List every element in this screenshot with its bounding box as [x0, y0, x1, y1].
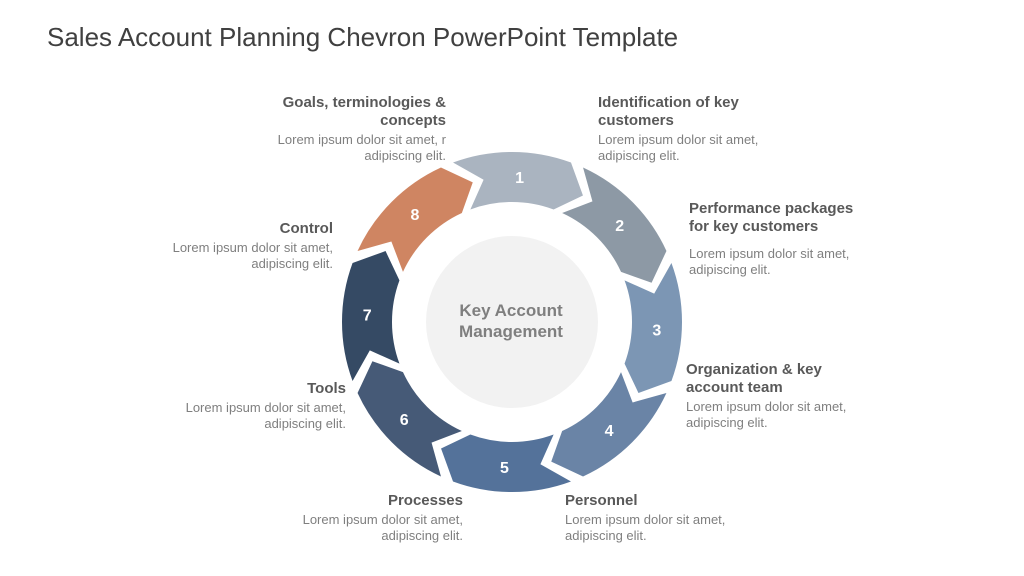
- chevron-segment-8: [357, 167, 473, 272]
- label-identification: Identification of key customers Lorem ip…: [598, 94, 898, 164]
- center-label-line2: Management: [459, 322, 563, 341]
- label-description: Lorem ipsum dolor sit amet, adipiscing e…: [686, 399, 986, 431]
- label-title: Identification of key: [598, 94, 739, 111]
- label-description-line1: Lorem ipsum dolor sit amet,: [565, 512, 726, 527]
- label-title: Processes: [387, 492, 463, 509]
- label-description-line2: adipiscing elit.: [364, 148, 446, 163]
- label-title: Organization & key: [686, 361, 822, 378]
- label-description: Lorem ipsum dolor sit amet, adipiscing e…: [163, 512, 463, 544]
- label-description: Lorem ipsum dolor sit amet, adipiscing e…: [33, 240, 333, 272]
- center-label-line1: Key Account: [459, 301, 563, 320]
- label-description-line1: Lorem ipsum dolor sit amet,: [598, 132, 759, 147]
- label-description-line2: adipiscing elit.: [264, 416, 346, 431]
- label-description-line2: adipiscing elit.: [381, 528, 463, 543]
- label-title: Performance packages: [689, 200, 854, 217]
- label-description: Lorem ipsum dolor sit amet, adipiscing e…: [565, 512, 865, 544]
- label-description-line1: Lorem ipsum dolor sit amet,: [686, 399, 847, 414]
- label-performance: Performance packages for key customers L…: [689, 200, 989, 278]
- label-description: Lorem ipsum dolor sit amet, adipiscing e…: [689, 246, 989, 278]
- segment-number-3: 3: [652, 323, 661, 340]
- label-description-line2: adipiscing elit.: [689, 262, 771, 277]
- label-title: Control: [279, 220, 333, 237]
- segment-number-1: 1: [515, 170, 524, 187]
- label-control: Control Lorem ipsum dolor sit amet, adip…: [33, 220, 333, 272]
- label-description: Lorem ipsum dolor sit amet, adipiscing e…: [46, 400, 346, 432]
- label-description-line1: Lorem ipsum dolor sit amet, r: [277, 132, 446, 147]
- label-description: Lorem ipsum dolor sit amet, adipiscing e…: [598, 132, 898, 164]
- chevron-segment-6: [357, 361, 462, 477]
- label-title-line2: account team: [686, 379, 783, 396]
- label-tools: Tools Lorem ipsum dolor sit amet, adipis…: [46, 380, 346, 432]
- label-description-line1: Lorem ipsum dolor sit amet,: [185, 400, 346, 415]
- label-title: Goals, terminologies &: [282, 94, 446, 111]
- label-description-line1: Lorem ipsum dolor sit amet,: [302, 512, 463, 527]
- chevron-segment-1: [453, 152, 583, 210]
- chevron-segment-2: [562, 167, 667, 283]
- label-title: Tools: [307, 380, 346, 397]
- chevron-segment-4: [551, 372, 667, 477]
- label-title-line2: customers: [598, 112, 674, 129]
- label-goals: Goals, terminologies & concepts Lorem ip…: [146, 94, 446, 164]
- label-description-line2: adipiscing elit.: [251, 256, 333, 271]
- label-description-line2: adipiscing elit.: [686, 415, 768, 430]
- label-title-line2: concepts: [380, 112, 446, 129]
- segment-number-7: 7: [363, 307, 372, 324]
- center-label: Key Account Management: [426, 300, 596, 342]
- label-description: Lorem ipsum dolor sit amet, r adipiscing…: [146, 132, 446, 164]
- chevron-segment-5: [441, 434, 571, 492]
- center-circle: [426, 236, 598, 408]
- page-title: Sales Account Planning Chevron PowerPoin…: [47, 22, 679, 52]
- label-description-line2: adipiscing elit.: [598, 148, 680, 163]
- chevron-segment-3: [624, 263, 682, 393]
- label-personnel: Personnel Lorem ipsum dolor sit amet, ad…: [565, 492, 865, 544]
- label-description-line1: Lorem ipsum dolor sit amet,: [172, 240, 333, 255]
- segment-number-5: 5: [500, 460, 509, 477]
- segment-number-4: 4: [605, 423, 614, 440]
- label-description-line1: Lorem ipsum dolor sit amet,: [689, 246, 850, 261]
- label-organization: Organization & key account team Lorem ip…: [686, 361, 986, 431]
- segment-number-6: 6: [400, 412, 409, 429]
- segment-number-2: 2: [615, 218, 624, 235]
- label-processes: Processes Lorem ipsum dolor sit amet, ad…: [163, 492, 463, 544]
- label-title-line2: for key customers: [689, 218, 819, 235]
- chevron-segment-7: [342, 251, 400, 381]
- label-title: Personnel: [565, 492, 638, 509]
- label-description-line2: adipiscing elit.: [565, 528, 647, 543]
- chevron-segments: 1 2 3 4 5 6 7 8: [342, 152, 682, 492]
- segment-number-8: 8: [411, 207, 420, 224]
